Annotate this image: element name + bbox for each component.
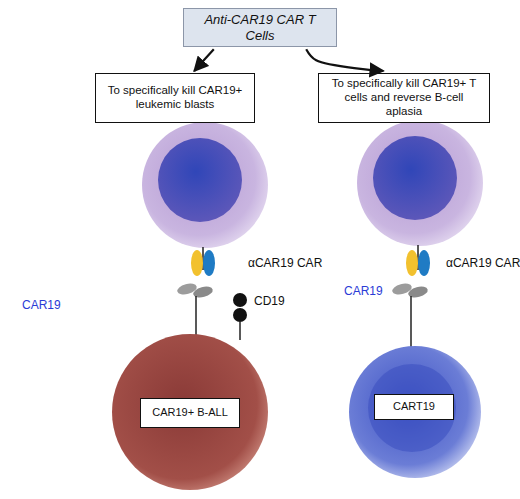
box-text: Anti-CAR19 CAR T Cells: [190, 12, 330, 43]
text-box: CART19: [374, 394, 454, 420]
callout-label: CD19: [254, 294, 285, 308]
car-domain: [418, 250, 430, 276]
cart19-cell: [349, 346, 481, 478]
nucleus: [158, 138, 242, 222]
car-domain: [406, 250, 418, 276]
car-domain: [191, 250, 203, 276]
callout-label: CAR19: [344, 284, 383, 298]
text-box: Anti-CAR19 CAR T Cells: [183, 8, 337, 47]
nucleus: [368, 364, 456, 452]
t-cell: [357, 120, 483, 246]
box-text: To specifically kill CAR19+ leukemic bla…: [102, 84, 248, 112]
curved-arrow: [306, 49, 383, 71]
box-text: CART19: [393, 400, 435, 413]
car19-stem: [410, 296, 412, 348]
text-box: To specifically kill CAR19+ leukemic bla…: [95, 73, 255, 123]
nucleus: [373, 136, 457, 220]
box-text: To specifically kill CAR19+ T cells and …: [325, 77, 483, 118]
callout-label: αCAR19 CAR: [248, 256, 322, 270]
t-cell: [142, 122, 268, 248]
text-box: To specifically kill CAR19+ T cells and …: [318, 73, 490, 123]
car19-stem: [195, 296, 197, 335]
callout-label: αCAR19 CAR: [446, 256, 520, 270]
curved-arrow: [194, 49, 214, 71]
cd19-domain: [233, 293, 247, 307]
callout-label: CAR19: [22, 298, 61, 312]
text-box: CAR19+ B-ALL: [140, 398, 240, 428]
box-text: CAR19+ B-ALL: [152, 406, 228, 419]
car-domain: [203, 250, 215, 276]
cd19-domain: [233, 308, 247, 322]
leukemic-blast: [112, 334, 268, 490]
cd19-stem: [239, 322, 241, 340]
